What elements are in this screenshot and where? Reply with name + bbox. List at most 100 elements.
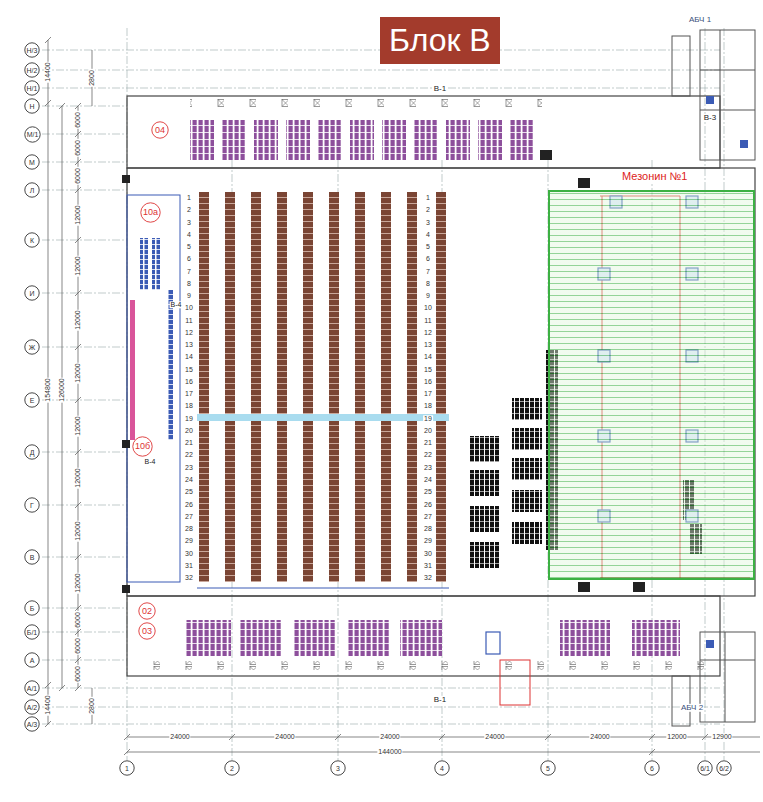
grid-axis-bubble: А xyxy=(24,652,40,668)
axis-label: Б xyxy=(30,605,35,612)
rack-number: 8 xyxy=(186,280,192,287)
rack-number: 32 xyxy=(423,574,433,581)
rack-number: 7 xyxy=(186,268,192,275)
rack-number: 11 xyxy=(184,317,193,324)
axis-label: Н/1 xyxy=(27,85,38,92)
dimension: 24000 xyxy=(169,733,190,740)
rack-number: 22 xyxy=(184,452,194,459)
dimension: 12000 xyxy=(74,204,81,225)
rack-number: 2 xyxy=(186,207,192,214)
dimension: 6000 xyxy=(74,167,81,185)
rack-number: 23 xyxy=(184,464,194,471)
rack-number: 29 xyxy=(184,538,194,545)
grid-axis-bubble: М xyxy=(24,154,40,170)
callout-number: 10б xyxy=(135,442,150,451)
rack-number: 25 xyxy=(184,489,194,496)
rack-number: 30 xyxy=(184,550,194,557)
rack-number: 15 xyxy=(184,366,194,373)
grid-axis-bubble: Г xyxy=(24,497,40,513)
building-label: АБЧ 1 xyxy=(688,16,712,24)
rack-number: 3 xyxy=(186,219,192,226)
dimension: 144000 xyxy=(377,748,402,755)
dimension: 12000 xyxy=(74,362,81,383)
rack-number: 10 xyxy=(423,305,433,312)
axis-label: И xyxy=(29,290,34,297)
callout-number: 02 xyxy=(142,607,152,616)
rack-number: 5 xyxy=(186,243,192,250)
rack-number: 3 xyxy=(425,219,431,226)
axis-label: 6/2 xyxy=(719,765,729,772)
grid-axis-bubble: Н xyxy=(24,98,40,114)
rack-number: 22 xyxy=(423,452,433,459)
dimension: 12000 xyxy=(74,309,81,330)
rack-number: 18 xyxy=(184,403,194,410)
rack-number: 14 xyxy=(184,354,194,361)
dimension: 6000 xyxy=(74,139,81,157)
axis-label: А xyxy=(30,657,35,664)
rack-number: 20 xyxy=(423,427,433,434)
callout-number: 10а xyxy=(143,208,158,217)
axis-label: Ж xyxy=(29,344,35,351)
rack-number: 10 xyxy=(184,305,194,312)
grid-axis-bubble: Н/2 xyxy=(24,62,40,78)
rack-number: 28 xyxy=(423,525,433,532)
axis-label: 5 xyxy=(546,765,550,772)
axis-label: Н/3 xyxy=(27,47,38,54)
rack-number: 28 xyxy=(184,525,194,532)
dimension: 12000 xyxy=(74,415,81,436)
axis-label: 1 xyxy=(125,765,129,772)
rack-number: 16 xyxy=(423,378,433,385)
grid-axis-bubble: А/2 xyxy=(24,699,40,715)
rack-number: 1 xyxy=(186,194,192,201)
zone-title: Мезонин №1 xyxy=(620,170,689,183)
grid-axis-bubble: Н/1 xyxy=(24,80,40,96)
dimension: 12000 xyxy=(666,733,687,740)
dimension: 12000 xyxy=(74,572,81,593)
axis-label: М/1 xyxy=(27,131,39,138)
axis-label: М xyxy=(29,159,35,166)
axis-label: 4 xyxy=(440,765,444,772)
grid-axis-bubble: К xyxy=(24,232,40,248)
dimension: 12000 xyxy=(74,467,81,488)
rack-number: 31 xyxy=(184,562,194,569)
axis-label: А/1 xyxy=(27,685,38,692)
grid-axis-bubble: Л xyxy=(24,182,40,198)
rack-number: 26 xyxy=(423,501,433,508)
dimension: 24000 xyxy=(589,733,610,740)
grid-axis-bubble: Б xyxy=(24,600,40,616)
dimension: 12000 xyxy=(74,255,81,276)
rack-number: 29 xyxy=(423,538,433,545)
zone-label: В-1 xyxy=(433,85,447,93)
grid-axis-bubble: Н/3 xyxy=(24,42,40,58)
axis-label: А/3 xyxy=(27,721,38,728)
rack-number: 26 xyxy=(184,501,194,508)
dimension: 6000 xyxy=(74,637,81,655)
dimension: 24000 xyxy=(484,733,505,740)
grid-axis-bubble: А/1 xyxy=(24,680,40,696)
rack-number: 6 xyxy=(186,256,192,263)
rack-number: 2 xyxy=(425,207,431,214)
mezzanine-area: Мезонин №1 xyxy=(548,190,755,580)
rack-number: 21 xyxy=(184,440,194,447)
dimension: 154800 xyxy=(44,377,51,402)
rack-number: 32 xyxy=(184,574,194,581)
grid-axis-bubble: 1 xyxy=(119,760,135,776)
title-box: Блок В xyxy=(380,17,500,64)
dimension: 12000 xyxy=(74,520,81,541)
rack-number: 1 xyxy=(425,194,431,201)
rack-number: 24 xyxy=(423,476,433,483)
grid-axis-bubble: М/1 xyxy=(24,126,41,143)
grid-axis-bubble: 2 xyxy=(224,760,240,776)
rack-number: 4 xyxy=(186,231,192,238)
grid-axis-bubble: И xyxy=(24,285,40,301)
axis-label: Е xyxy=(30,397,35,404)
grid-axis-bubble: В xyxy=(24,549,40,565)
dimension: 2800 xyxy=(88,69,95,87)
zone-label: В-3 xyxy=(703,114,717,122)
rack-number: 12 xyxy=(423,329,433,336)
callout-circle: 04 xyxy=(151,121,169,139)
rack-number: 27 xyxy=(184,513,194,520)
zone-label: В-4 xyxy=(170,301,183,308)
rack-number: 16 xyxy=(184,378,194,385)
axis-label: Н/2 xyxy=(27,67,38,74)
